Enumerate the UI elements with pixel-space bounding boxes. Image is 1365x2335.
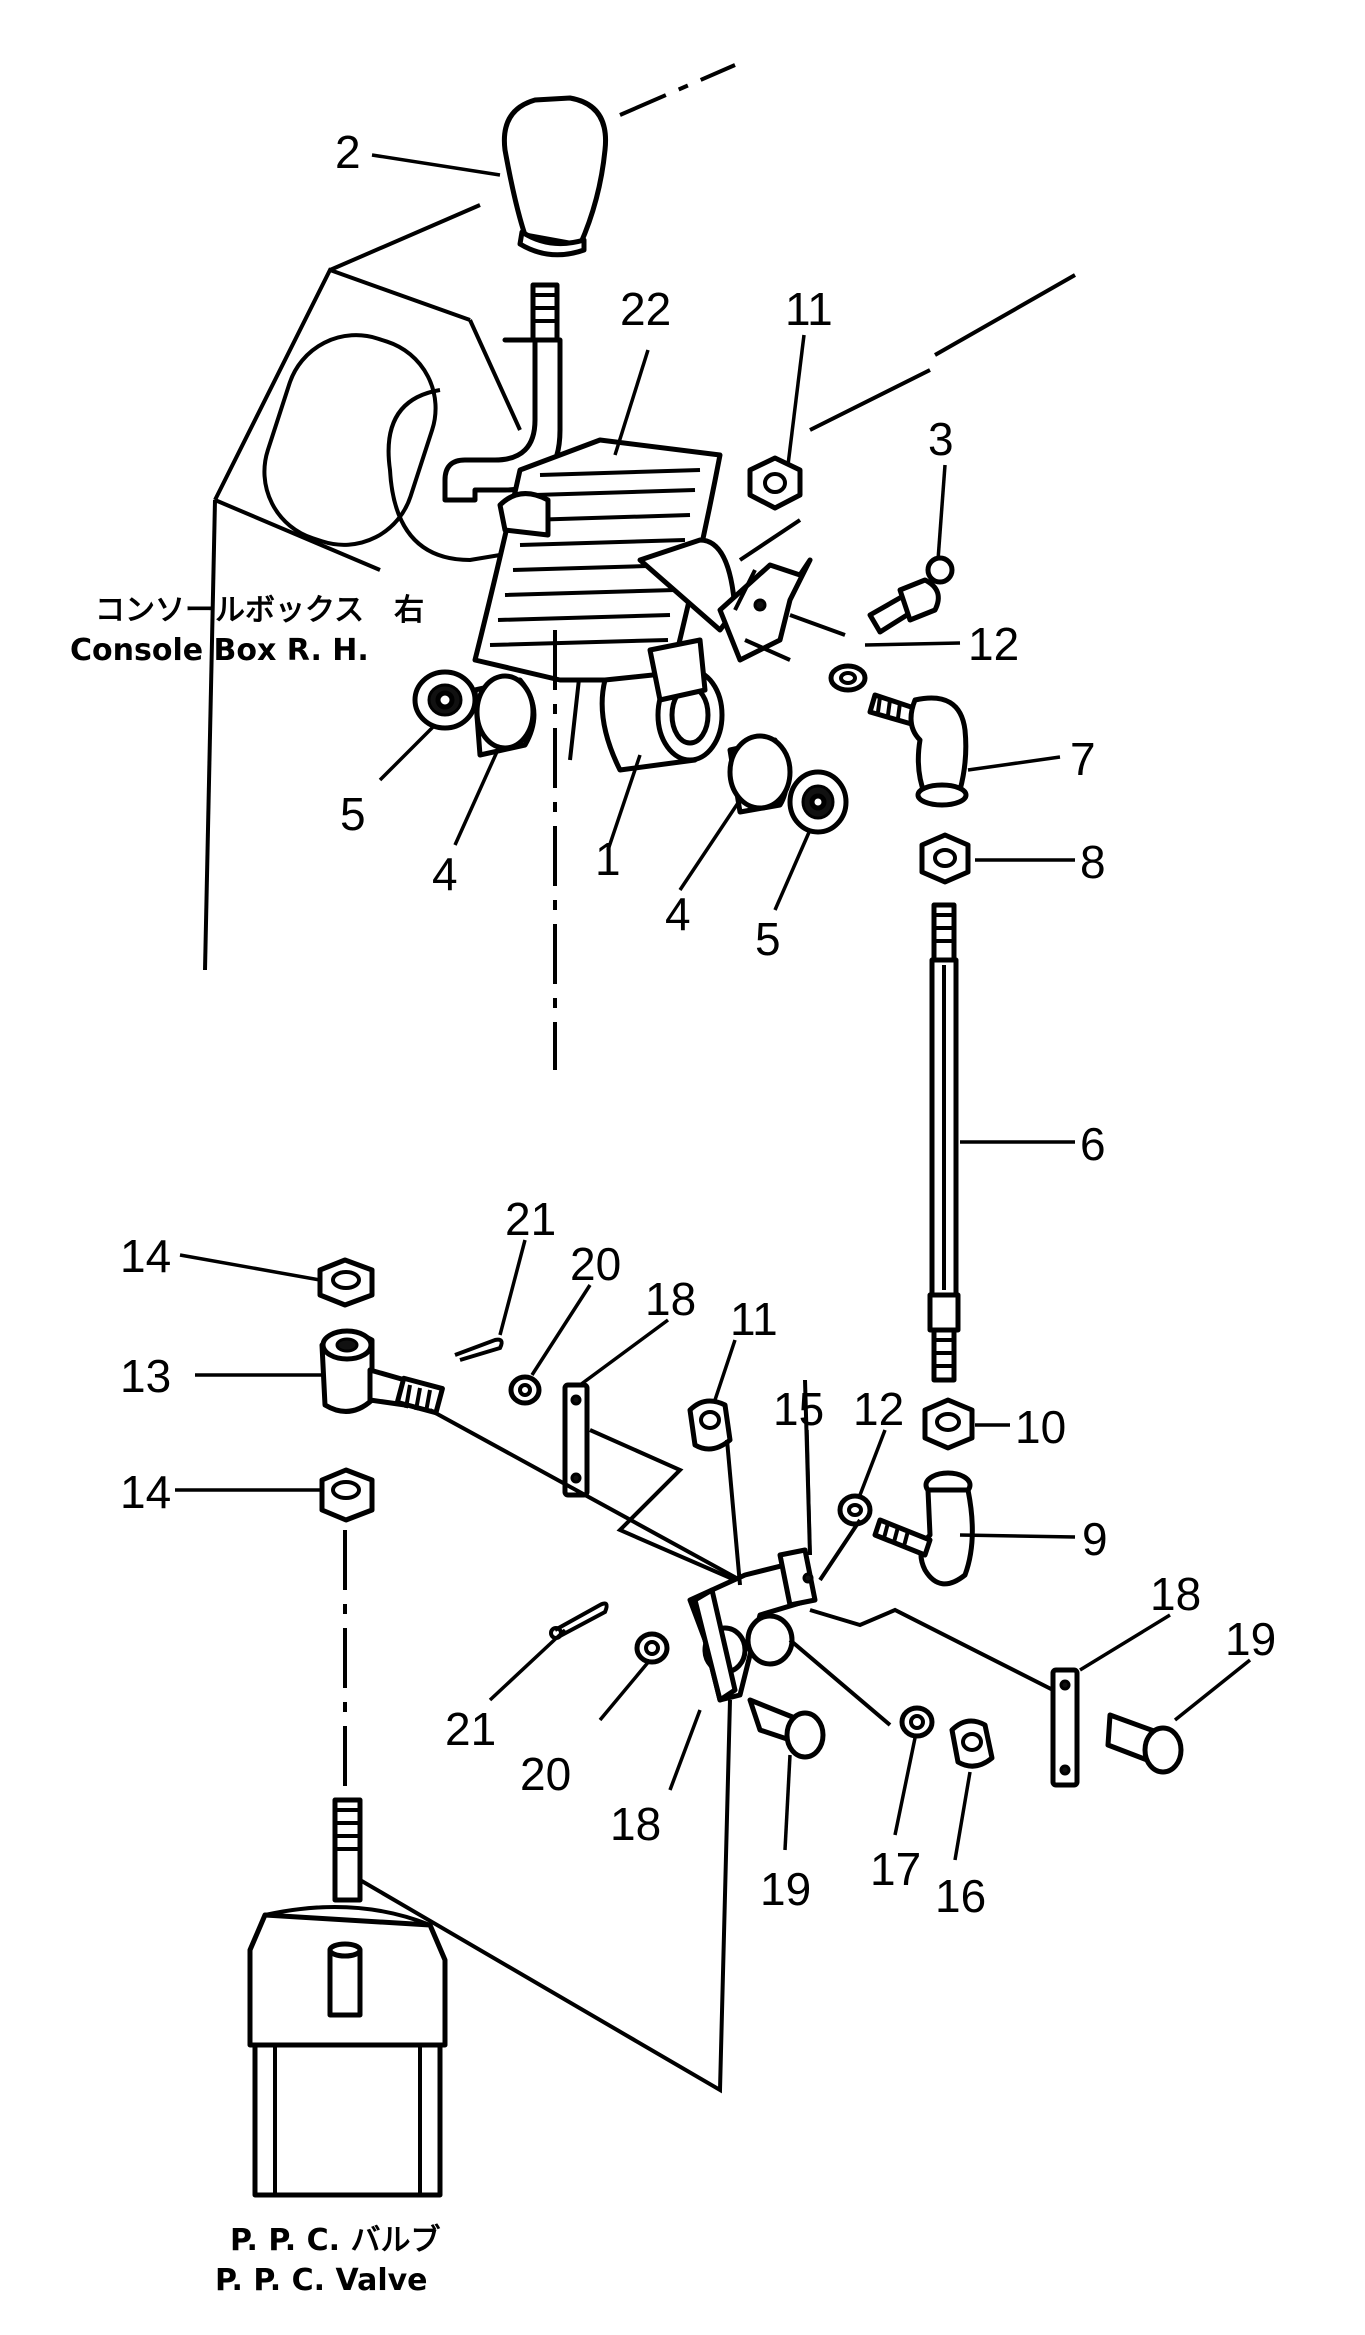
- callout-15: 15: [773, 1383, 824, 1435]
- callout-17: 17: [870, 1843, 921, 1895]
- callout-18-right: 18: [1150, 1568, 1201, 1620]
- callout-5-right: 5: [755, 913, 781, 965]
- bearing-right: [787, 769, 849, 835]
- rubber-boot: [472, 437, 723, 683]
- callout-13: 13: [120, 1350, 171, 1402]
- callout-1: 1: [595, 833, 621, 885]
- lever-block-13: [319, 1328, 445, 1416]
- callout-11-upper: 11: [785, 283, 833, 335]
- grease-fitting: [867, 555, 955, 635]
- washer-12-lower: [837, 1493, 873, 1527]
- centerlines: [343, 630, 557, 1800]
- callout-12-lower: 12: [853, 1383, 904, 1435]
- nut-10: [922, 1397, 975, 1451]
- callout-18-upper: 18: [645, 1273, 696, 1325]
- central-lever-15: [687, 1547, 818, 1703]
- callout-12-upper: 12: [968, 618, 1019, 670]
- callout-10: 10: [1015, 1401, 1066, 1453]
- knob: [501, 95, 609, 258]
- nut-14-lower: [319, 1467, 375, 1523]
- ball-joint-lower: [872, 1470, 975, 1587]
- callout-4-left: 4: [432, 848, 458, 900]
- callout-2: 2: [335, 126, 361, 178]
- nut-16: [949, 1718, 995, 1769]
- link-18-left: [562, 1382, 590, 1498]
- callout-3: 3: [928, 413, 954, 465]
- nut-8: [919, 832, 971, 885]
- nut-14-upper: [317, 1257, 375, 1308]
- leader-lines: [175, 153, 1252, 1861]
- callout-14-upper: 14: [120, 1230, 171, 1282]
- split-pin-21-upper: [454, 1337, 504, 1362]
- ppc-valve-label-ja: P. P. C. バルブ: [230, 2223, 441, 2258]
- callout-6: 6: [1080, 1118, 1106, 1170]
- washer-12-upper: [828, 663, 868, 693]
- upper-bracket: [717, 557, 813, 663]
- bearing-left: [412, 669, 478, 731]
- pin-19-right: [1105, 1712, 1184, 1775]
- callout-19-center: 19: [760, 1863, 811, 1915]
- callout-14-lower: 14: [120, 1466, 171, 1518]
- callout-7: 7: [1070, 733, 1096, 785]
- nut-11-upper: [747, 455, 803, 511]
- callout-21-lower: 21: [445, 1703, 496, 1755]
- captions: コンソールボックス 右 Console Box R. H. P. P. C. バ…: [70, 593, 441, 2298]
- console-box-label-ja: コンソールボックス 右: [95, 593, 424, 628]
- callout-11-lower: 11: [730, 1293, 778, 1345]
- link-18-right: [1050, 1667, 1080, 1788]
- bushing-left: [472, 673, 537, 758]
- pin-19-center: [747, 1697, 826, 1760]
- console-box-outline: [203, 63, 1076, 971]
- console-box-label-en: Console Box R. H.: [70, 633, 369, 668]
- rod: [927, 902, 961, 1383]
- callout-21-upper: 21: [505, 1193, 556, 1245]
- callout-4-right: 4: [665, 888, 691, 940]
- callout-9: 9: [1082, 1513, 1108, 1565]
- assembly-lines: [358, 518, 1054, 2094]
- callout-20-lower: 20: [520, 1748, 571, 1800]
- callout-18-lower: 18: [610, 1798, 661, 1850]
- callout-19-right: 19: [1225, 1613, 1276, 1665]
- washer-20-lower: [634, 1631, 670, 1665]
- callout-5-left: 5: [340, 788, 366, 840]
- ppc-valve: [247, 1797, 448, 2198]
- callout-20-upper: 20: [570, 1238, 621, 1290]
- bushing-right: [727, 733, 793, 815]
- lever-shaft: [442, 282, 563, 503]
- callout-8: 8: [1080, 836, 1106, 888]
- callout-22: 22: [620, 283, 671, 335]
- split-pin-21-lower: [549, 1601, 609, 1640]
- ppc-valve-label-en: P. P. C. Valve: [215, 2263, 428, 2298]
- callout-16: 16: [935, 1870, 986, 1922]
- nut-11-lower: [687, 1398, 733, 1452]
- ball-joint-upper: [867, 692, 969, 808]
- washer-20-upper: [508, 1374, 542, 1406]
- washer-17: [899, 1705, 935, 1739]
- callout-numbers: 2 22 11 3 12 7 8 6 5 4 1 4 5 21 20 18 11…: [120, 126, 1276, 1922]
